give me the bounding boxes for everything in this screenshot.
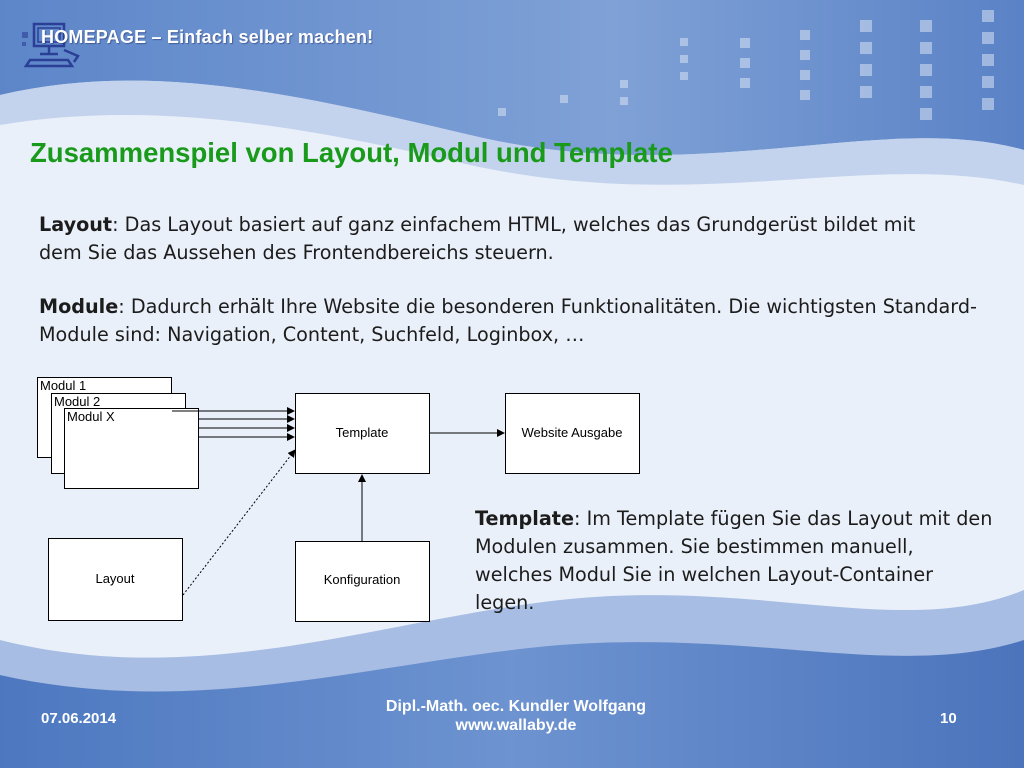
module-text: : Dadurch erhält Ihre Website die besond… [39, 295, 977, 346]
module-paragraph: Module: Dadurch erhält Ihre Website die … [39, 293, 979, 349]
author-name: Dipl.-Math. oec. Kundler Wolfgang [385, 698, 647, 715]
module-term: Module [39, 295, 119, 318]
author-website: www.wallaby.de [455, 717, 577, 734]
page-number: 10 [940, 710, 957, 727]
template-text: : Im Template fügen Sie das Layout mit d… [475, 507, 993, 614]
template-term: Template [475, 507, 574, 530]
footer-date: 07.06.2014 [41, 710, 117, 727]
computer-icon [22, 22, 80, 68]
slide-title: Zusammenspiel von Layout, Modul und Temp… [30, 137, 673, 168]
layout-text: : Das Layout basiert auf ganz einfachem … [39, 213, 916, 264]
footer-author: Dipl.-Math. oec. Kundler Wolfgang www.wa… [300, 697, 732, 735]
template-paragraph: Template: Im Template fügen Sie das Layo… [475, 505, 995, 617]
layout-term: Layout [39, 213, 113, 236]
header-title: HOMEPAGE – Einfach selber machen! [41, 27, 374, 47]
layout-paragraph: Layout: Das Layout basiert auf ganz einf… [39, 211, 959, 267]
